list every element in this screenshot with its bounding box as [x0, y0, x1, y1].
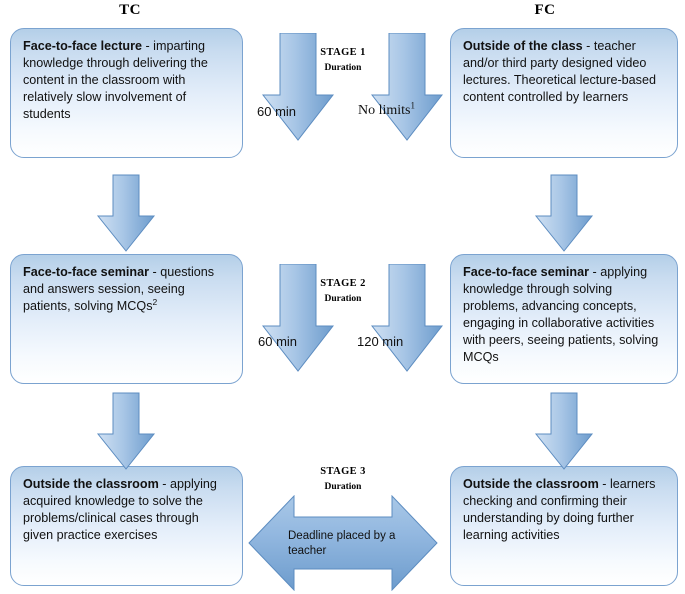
- box-fc-stage3-title: Outside the classroom: [463, 477, 599, 491]
- stage1-subtitle: Duration: [324, 63, 362, 73]
- stage1-left-duration-arrow-icon: [262, 33, 334, 141]
- column-header-tc: TC: [119, 2, 141, 18]
- stage3-name: STAGE 3: [320, 466, 366, 477]
- connector-arrow-fc-stage2-to-stage3: [534, 392, 594, 470]
- stage2-right-duration-value: 120 min: [357, 334, 404, 349]
- box-fc-stage2-title: Face-to-face seminar: [463, 265, 589, 279]
- box-tc-stage2: Face-to-face seminar - questions and ans…: [10, 254, 243, 384]
- stage1-right-duration-arrow-icon: [371, 33, 443, 141]
- stage3-duration-caption: Deadline placed by a teacher: [288, 530, 396, 557]
- box-tc-stage2-title: Face-to-face seminar: [23, 265, 149, 279]
- box-fc-stage3: Outside the classroom - learners checkin…: [450, 466, 678, 586]
- box-tc-stage3-body: - applying acquired knowledge to solve t…: [23, 477, 217, 542]
- connector-arrow-tc-stage2-to-stage3: [96, 392, 156, 470]
- stage2-left-duration-arrow-icon: [262, 264, 334, 372]
- stage1-label: STAGE 1 Duration: [297, 47, 389, 73]
- box-tc-stage2-superscript: 2: [152, 296, 158, 307]
- stage3-label: STAGE 3 Duration: [297, 466, 389, 492]
- box-tc-stage2-body: - questions and answers session, seeing …: [23, 265, 215, 313]
- stage3-bidirectional-arrow-icon: [248, 495, 438, 591]
- stage2-label: STAGE 2 Duration: [297, 278, 389, 304]
- box-tc-stage1-title: Face-to-face lecture: [23, 39, 142, 53]
- stage2-subtitle: Duration: [324, 294, 362, 304]
- stage3-subtitle: Duration: [324, 482, 362, 492]
- stage2-left-duration-value: 60 min: [258, 334, 298, 349]
- connector-arrow-fc-stage1-to-stage2: [534, 174, 594, 252]
- stage1-left-duration-value: 60 min: [257, 104, 297, 119]
- column-header-fc: FC: [534, 2, 556, 18]
- box-fc-stage3-body: - learners checking and confirming their…: [463, 477, 656, 542]
- stage1-right-duration-value: No limits1: [358, 100, 416, 118]
- box-fc-stage1-body: - teacher and/or third party designed vi…: [463, 39, 656, 104]
- box-fc-stage1-title: Outside of the class: [463, 39, 583, 53]
- box-fc-stage1: Outside of the class - teacher and/or th…: [450, 28, 678, 158]
- box-fc-stage2: Face-to-face seminar - applying knowledg…: [450, 254, 678, 384]
- stage2-right-duration-arrow-icon: [371, 264, 443, 372]
- connector-arrow-tc-stage1-to-stage2: [96, 174, 156, 252]
- box-tc-stage1: Face-to-face lecture - imparting knowled…: [10, 28, 243, 158]
- box-fc-stage2-body: - applying knowledge through solving pro…: [463, 265, 659, 364]
- stage1-name: STAGE 1: [320, 47, 366, 58]
- box-tc-stage3-title: Outside the classroom: [23, 477, 159, 491]
- box-tc-stage1-body: - imparting knowledge through delivering…: [23, 39, 208, 121]
- stage2-name: STAGE 2: [320, 278, 366, 289]
- box-tc-stage3: Outside the classroom - applying acquire…: [10, 466, 243, 586]
